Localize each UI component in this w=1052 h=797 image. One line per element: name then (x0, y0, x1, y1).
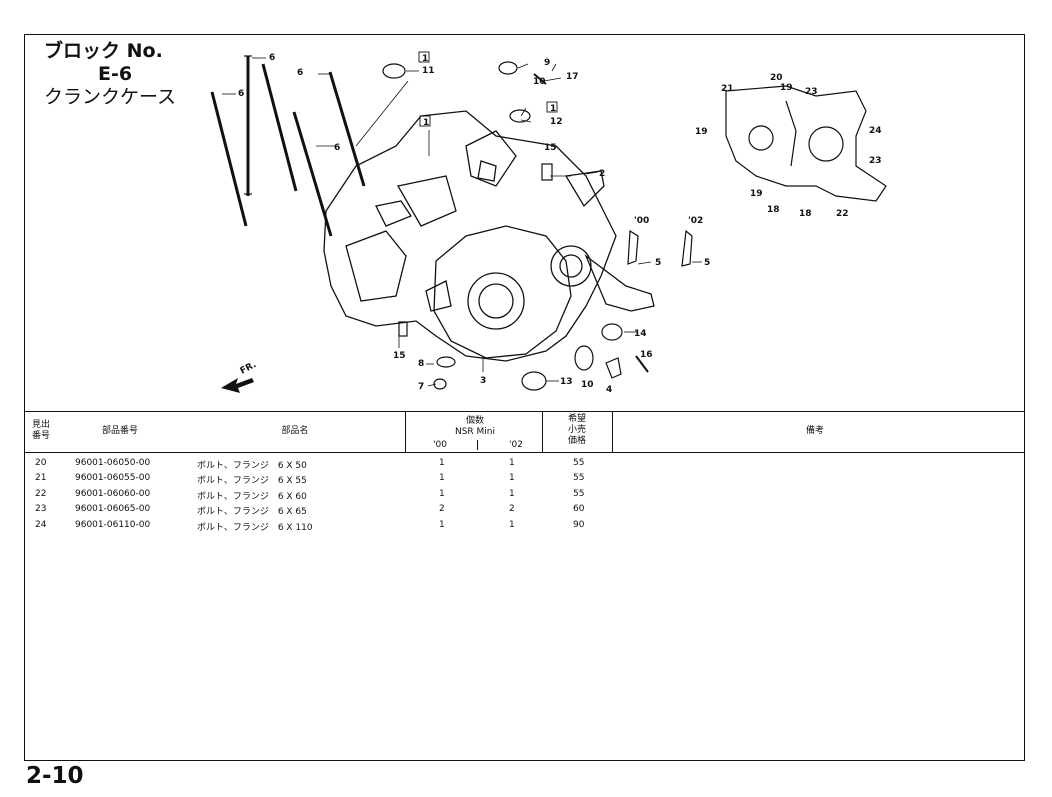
callout-15-b: 15 (393, 351, 406, 361)
callout-16: 16 (640, 350, 653, 360)
callout-11: 11 (422, 66, 435, 76)
callout-5-b: 5 (704, 258, 710, 268)
callout-2: 2 (599, 169, 605, 179)
exploded-parts-diagram: FR. 6 6 6 6 1 11 9 17 10 1 12 1 15 2 '00… (210, 51, 887, 395)
callout-6-d: 6 (334, 143, 340, 153)
callout-1-a: 1 (422, 54, 428, 64)
section-name: クランクケース (44, 86, 177, 108)
header-year-00: '00 (433, 440, 447, 450)
callout-20: 20 (770, 73, 783, 83)
parts-table-header: 見出 番号 部品番号 部品名 個数 NSR Mini '00 '02 希望 小売… (25, 411, 1024, 453)
callout-18-a: 18 (767, 205, 780, 215)
table-row: 21 96001-06055-00 ボルト、フランジ 6 X 55 1 1 55 (35, 473, 585, 487)
callout-19-a: 19 (780, 83, 793, 93)
header-year-02: '02 (509, 440, 523, 450)
callout-17: 17 (566, 72, 579, 82)
callout-12: 12 (550, 117, 563, 127)
crankcase-cover-view (725, 85, 887, 202)
crankcase-body-illustration (323, 110, 655, 362)
leader-lines (222, 57, 702, 387)
parts-table-body: 20 96001-06050-00 ボルト、フランジ 6 X 50 1 1 55… (25, 456, 1024, 533)
header-price: 希望 小売 価格 (567, 414, 586, 446)
callout-10-a: 10 (533, 77, 546, 87)
header-model: NSR Mini (454, 427, 496, 437)
callout-labels: 6 6 6 6 1 11 9 17 10 1 12 1 15 2 '00 '02… (238, 53, 882, 395)
callout-5-a: 5 (655, 258, 661, 268)
callout-year-00: '00 (634, 216, 649, 226)
callout-10-b: 10 (581, 380, 594, 390)
callout-22: 22 (836, 209, 849, 219)
callout-21: 21 (721, 84, 734, 94)
callout-19-c: 19 (750, 189, 763, 199)
front-direction-arrow: FR. (221, 360, 258, 393)
callout-7: 7 (418, 382, 424, 392)
svg-text:FR.: FR. (239, 360, 258, 377)
header-ref-no: 見出 番号 (31, 420, 50, 441)
page-title: ブロック No. E-6 クランクケース (44, 40, 176, 109)
small-parts-illustration (382, 61, 693, 391)
header-qty: 個数 (465, 416, 484, 426)
table-row: 20 96001-06050-00 ボルト、フランジ 6 X 50 1 1 55 (35, 458, 585, 471)
block-code: E-6 (98, 63, 133, 85)
page-frame (24, 34, 1025, 761)
callout-15-a: 15 (544, 143, 557, 153)
table-row: 24 96001-06110-00 ボルト、フランジ 6 X 110 1 1 9… (35, 519, 585, 533)
callout-19-b: 19 (695, 127, 708, 137)
block-label: ブロック No. (44, 40, 163, 62)
callout-1-c: 1 (423, 118, 429, 128)
callout-24: 24 (869, 126, 882, 136)
stud-bolt-illustration (210, 55, 366, 237)
page-number: 2-10 (26, 763, 84, 789)
callout-6-b: 6 (297, 68, 303, 78)
header-part-number: 部品番号 (101, 426, 138, 436)
callout-3: 3 (480, 376, 486, 386)
callout-1-b: 1 (550, 104, 556, 114)
table-row: 23 96001-06065-00 ボルト、フランジ 6 X 65 2 2 60 (35, 504, 585, 518)
callout-6-c: 6 (238, 89, 244, 99)
callout-14: 14 (634, 329, 647, 339)
callout-4: 4 (606, 385, 612, 395)
header-part-name: 部品名 (281, 426, 309, 436)
callout-13: 13 (560, 377, 573, 387)
callout-23-a: 23 (805, 87, 818, 97)
header-remarks: 備考 (805, 426, 824, 436)
callout-23-b: 23 (869, 156, 882, 166)
callout-18-b: 18 (799, 209, 812, 219)
table-row: 22 96001-06060-00 ボルト、フランジ 6 X 60 1 1 55 (35, 488, 585, 502)
callout-9: 9 (544, 58, 550, 68)
callout-year-02: '02 (688, 216, 703, 226)
callout-8: 8 (418, 359, 424, 369)
callout-6-a: 6 (269, 53, 275, 63)
